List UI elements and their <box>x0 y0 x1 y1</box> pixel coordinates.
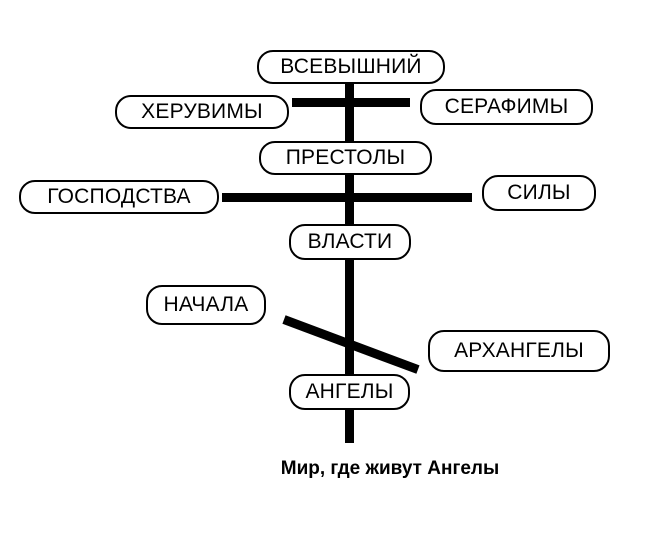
node-vlasti: ВЛАСТИ <box>289 224 411 260</box>
crossbar-heruvimy-serafimy <box>292 98 410 107</box>
node-heruvimy: ХЕРУВИМЫ <box>115 95 289 129</box>
node-angely: АНГЕЛЫ <box>289 374 410 410</box>
node-prestoly: ПРЕСТОЛЫ <box>259 141 432 175</box>
node-arhangely: АРХАНГЕЛЫ <box>428 330 610 372</box>
crossbar-gospodstva-sily <box>222 193 472 202</box>
diagram-caption: Мир, где живут Ангелы <box>280 458 500 479</box>
vertical-trunk-line <box>345 80 354 443</box>
node-vsevyshny: ВСЕВЫШНИЙ <box>257 50 445 84</box>
node-nachala: НАЧАЛА <box>146 285 266 325</box>
node-sily: СИЛЫ <box>482 175 596 211</box>
node-gospodstva: ГОСПОДСТВА <box>19 180 219 214</box>
node-serafimy: СЕРАФИМЫ <box>420 89 593 125</box>
